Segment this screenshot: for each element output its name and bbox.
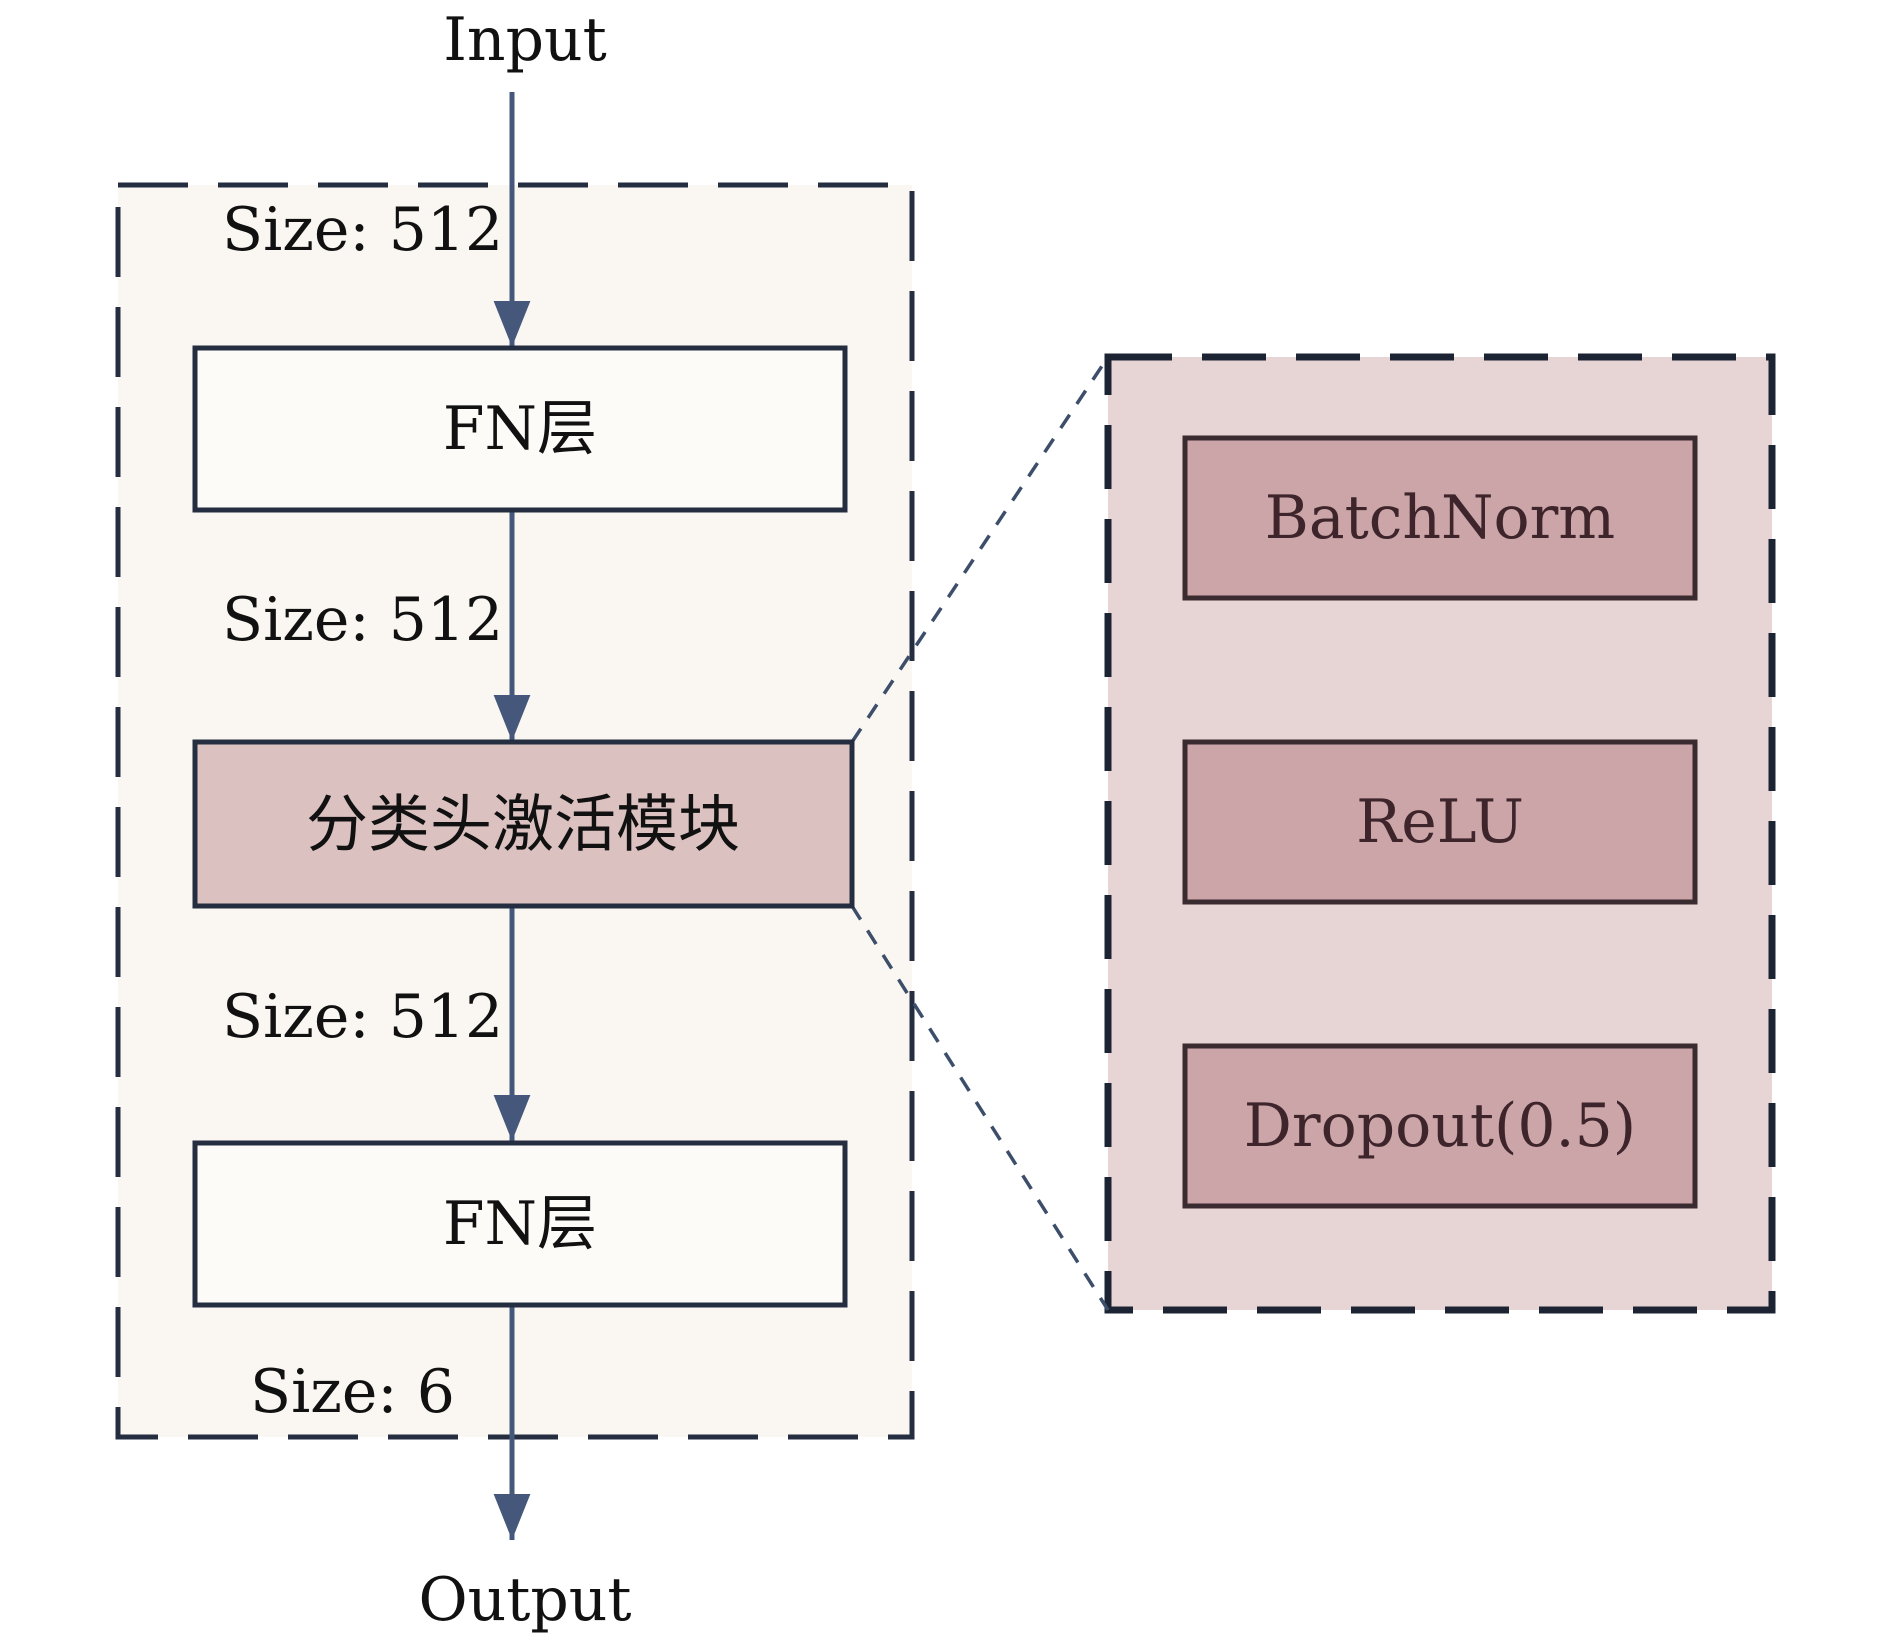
fn-layer-bottom-label: FN层 (443, 1189, 597, 1259)
zoom-connector-top (850, 356, 1110, 743)
relu-label: ReLU (1356, 787, 1524, 857)
dropout-box (1182, 1043, 1698, 1209)
zoom-connector-bottom (850, 905, 1110, 1311)
batchnorm-label: BatchNorm (1265, 483, 1615, 553)
size-label-1: Size: 512 (222, 195, 503, 265)
size-label-3: Size: 512 (222, 982, 503, 1052)
input-label: Input (443, 5, 607, 75)
size-label-4: Size: 6 (250, 1357, 455, 1427)
dropout-label: Dropout(0.5) (1244, 1091, 1636, 1161)
batchnorm-box (1182, 435, 1698, 601)
fn-layer-top-label: FN层 (443, 394, 597, 464)
activation-module-label: 分类头激活模块 (306, 788, 740, 861)
size-label-2: Size: 512 (222, 585, 503, 655)
fn-layer-bottom-box (192, 1140, 848, 1308)
relu-box (1182, 739, 1698, 905)
fn-layer-top-box (192, 345, 848, 513)
activation-module-box (192, 739, 855, 909)
output-label: Output (418, 1565, 631, 1635)
